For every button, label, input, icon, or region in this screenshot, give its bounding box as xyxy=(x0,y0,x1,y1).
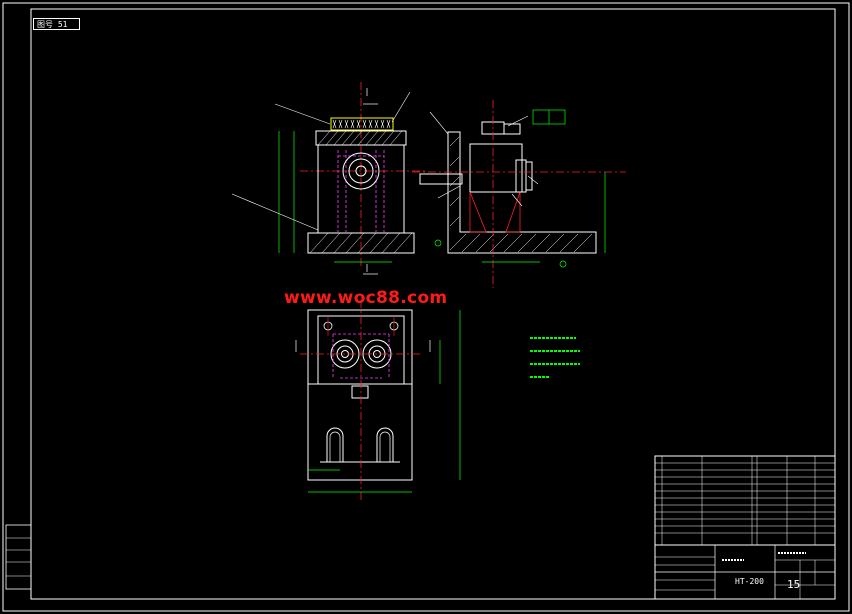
front-view xyxy=(231,82,425,275)
top-view xyxy=(295,300,461,500)
sheet-label-badge: 图号 51 xyxy=(33,18,80,30)
title-block xyxy=(654,455,836,600)
technical-notes xyxy=(530,337,580,378)
left-strip xyxy=(5,524,32,590)
watermark-text: www.woc88.com xyxy=(284,288,448,308)
inner-border xyxy=(30,8,836,600)
drawing-number: HT-200 xyxy=(735,577,764,586)
scale-value: 15 xyxy=(787,578,801,591)
side-view xyxy=(412,100,626,288)
